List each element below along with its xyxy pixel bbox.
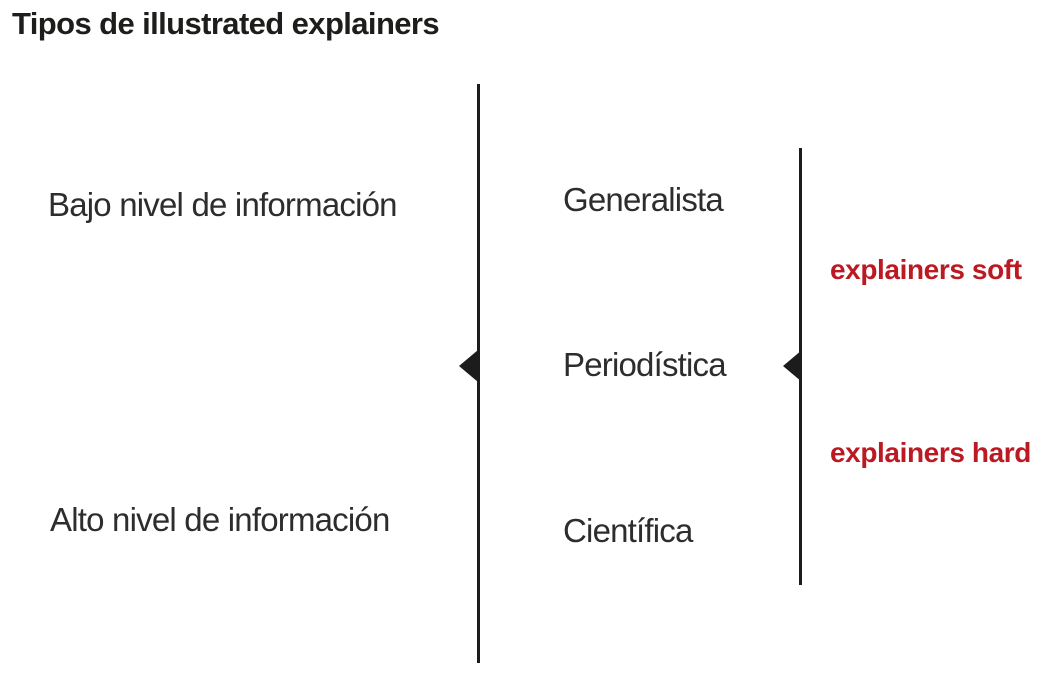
triangle-left-icon xyxy=(783,350,802,382)
explainer-type-soft: explainers soft xyxy=(830,254,1022,285)
diagram-title: Tipos de illustrated explainers xyxy=(12,6,440,41)
triangle-left-icon xyxy=(459,350,478,382)
category-periodistica: Periodística xyxy=(563,346,727,383)
category-cientifica: Científica xyxy=(563,512,693,549)
axis-label-high-information: Alto nivel de información xyxy=(50,501,390,538)
category-generalista: Generalista xyxy=(563,181,724,218)
axis-label-low-information: Bajo nivel de información xyxy=(48,186,398,223)
explainer-type-hard: explainers hard xyxy=(830,437,1031,468)
axis-line-left xyxy=(477,84,480,663)
